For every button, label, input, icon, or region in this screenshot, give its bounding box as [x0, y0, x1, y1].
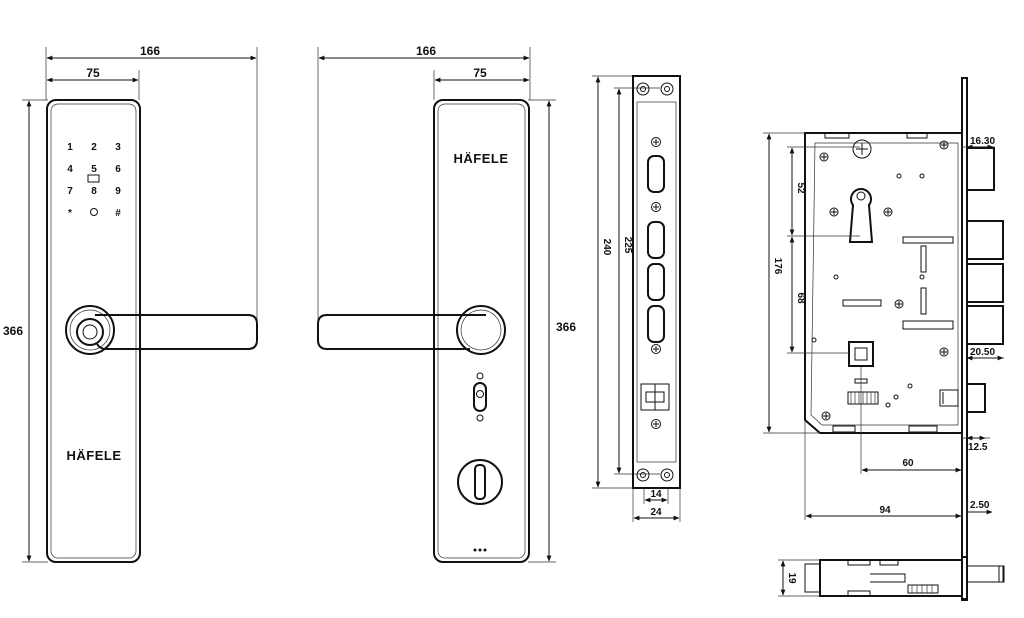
lock-19-label: 19	[786, 572, 797, 584]
back-lever-handle	[317, 314, 486, 350]
back-width-label: 166	[416, 44, 436, 58]
handle-follower	[848, 341, 874, 367]
lockbody-latch	[966, 147, 995, 191]
front-brand-logo: HÄFELE	[67, 448, 122, 463]
key-8: 8	[91, 186, 97, 197]
bolt-slot-3	[647, 305, 665, 343]
front-height-label: 366	[3, 324, 23, 338]
lock-125-label: 12.5	[968, 442, 988, 453]
back-rosette	[456, 305, 506, 355]
thumb-turn-knob	[457, 459, 503, 505]
lock-250-label: 2.50	[970, 500, 990, 511]
card-reader-icon	[87, 174, 100, 183]
cylinder-keyhole	[848, 188, 874, 243]
lock-60-label: 60	[902, 458, 914, 469]
lock-top-offset-label: 16.30	[970, 136, 995, 147]
keypad: 1 2 3 4 5 6 7 8 9 * #	[67, 142, 121, 219]
lockbody-deadbolt-1	[966, 220, 1004, 260]
key-9: 9	[115, 186, 121, 197]
key-7: 7	[67, 186, 73, 197]
faceplate-outer-width-label: 24	[650, 507, 662, 518]
key-hash: #	[115, 208, 121, 219]
bolt-slot-1	[647, 221, 665, 259]
latch-slot	[647, 155, 665, 193]
lockbody-deadbolt-2	[966, 263, 1004, 303]
lock-176-label: 176	[772, 258, 783, 275]
faceplate-view: 240 225 14	[592, 75, 681, 522]
front-view: 166 75 366 1 2 3 4 5 6 7 8 9 * #	[3, 44, 258, 563]
key-star: *	[68, 208, 72, 219]
lockbody-view: 16.30 176 52 68 20.50 12.5 60 94	[763, 77, 1005, 601]
key-4: 4	[67, 164, 73, 175]
back-handle-offset-label: 75	[473, 66, 487, 80]
key-5: 5	[91, 164, 97, 175]
key-2: 2	[91, 142, 97, 153]
faceplate	[632, 75, 681, 489]
key-6: 6	[115, 164, 121, 175]
fingerprint-sensor-icon	[76, 318, 104, 346]
lock-body-case	[804, 132, 963, 434]
faceplate-inner-height-label: 225	[622, 237, 633, 254]
faceplate-inner-width-label: 14	[650, 489, 662, 500]
back-height-label: 366	[556, 320, 576, 334]
lock-2050-label: 20.50	[970, 347, 995, 358]
lock-68-label: 68	[795, 292, 806, 304]
front-rosette	[65, 305, 115, 355]
lockbody-aux-latch	[966, 383, 986, 413]
back-brand-logo: HÄFELE	[454, 151, 509, 166]
key-zero-icon	[90, 208, 98, 216]
front-handle-offset-label: 75	[86, 66, 100, 80]
key-1: 1	[67, 142, 73, 153]
bolt-slot-2	[647, 263, 665, 301]
thumb-turn-grip	[474, 464, 486, 500]
back-view: 166 75 366 HÄFELE	[317, 44, 576, 563]
faceplate-screw-icon	[651, 137, 661, 147]
faceplate-outer-height-label: 240	[601, 239, 612, 256]
front-lever-handle	[95, 314, 258, 350]
key-3: 3	[115, 142, 121, 153]
lock-52-label: 52	[795, 182, 806, 194]
lockbody-deadbolt-3	[966, 305, 1004, 345]
back-plate	[433, 99, 530, 563]
privacy-slider	[473, 382, 487, 412]
front-width-label: 166	[140, 44, 160, 58]
front-plate	[46, 99, 141, 563]
lock-94-label: 94	[879, 505, 891, 516]
